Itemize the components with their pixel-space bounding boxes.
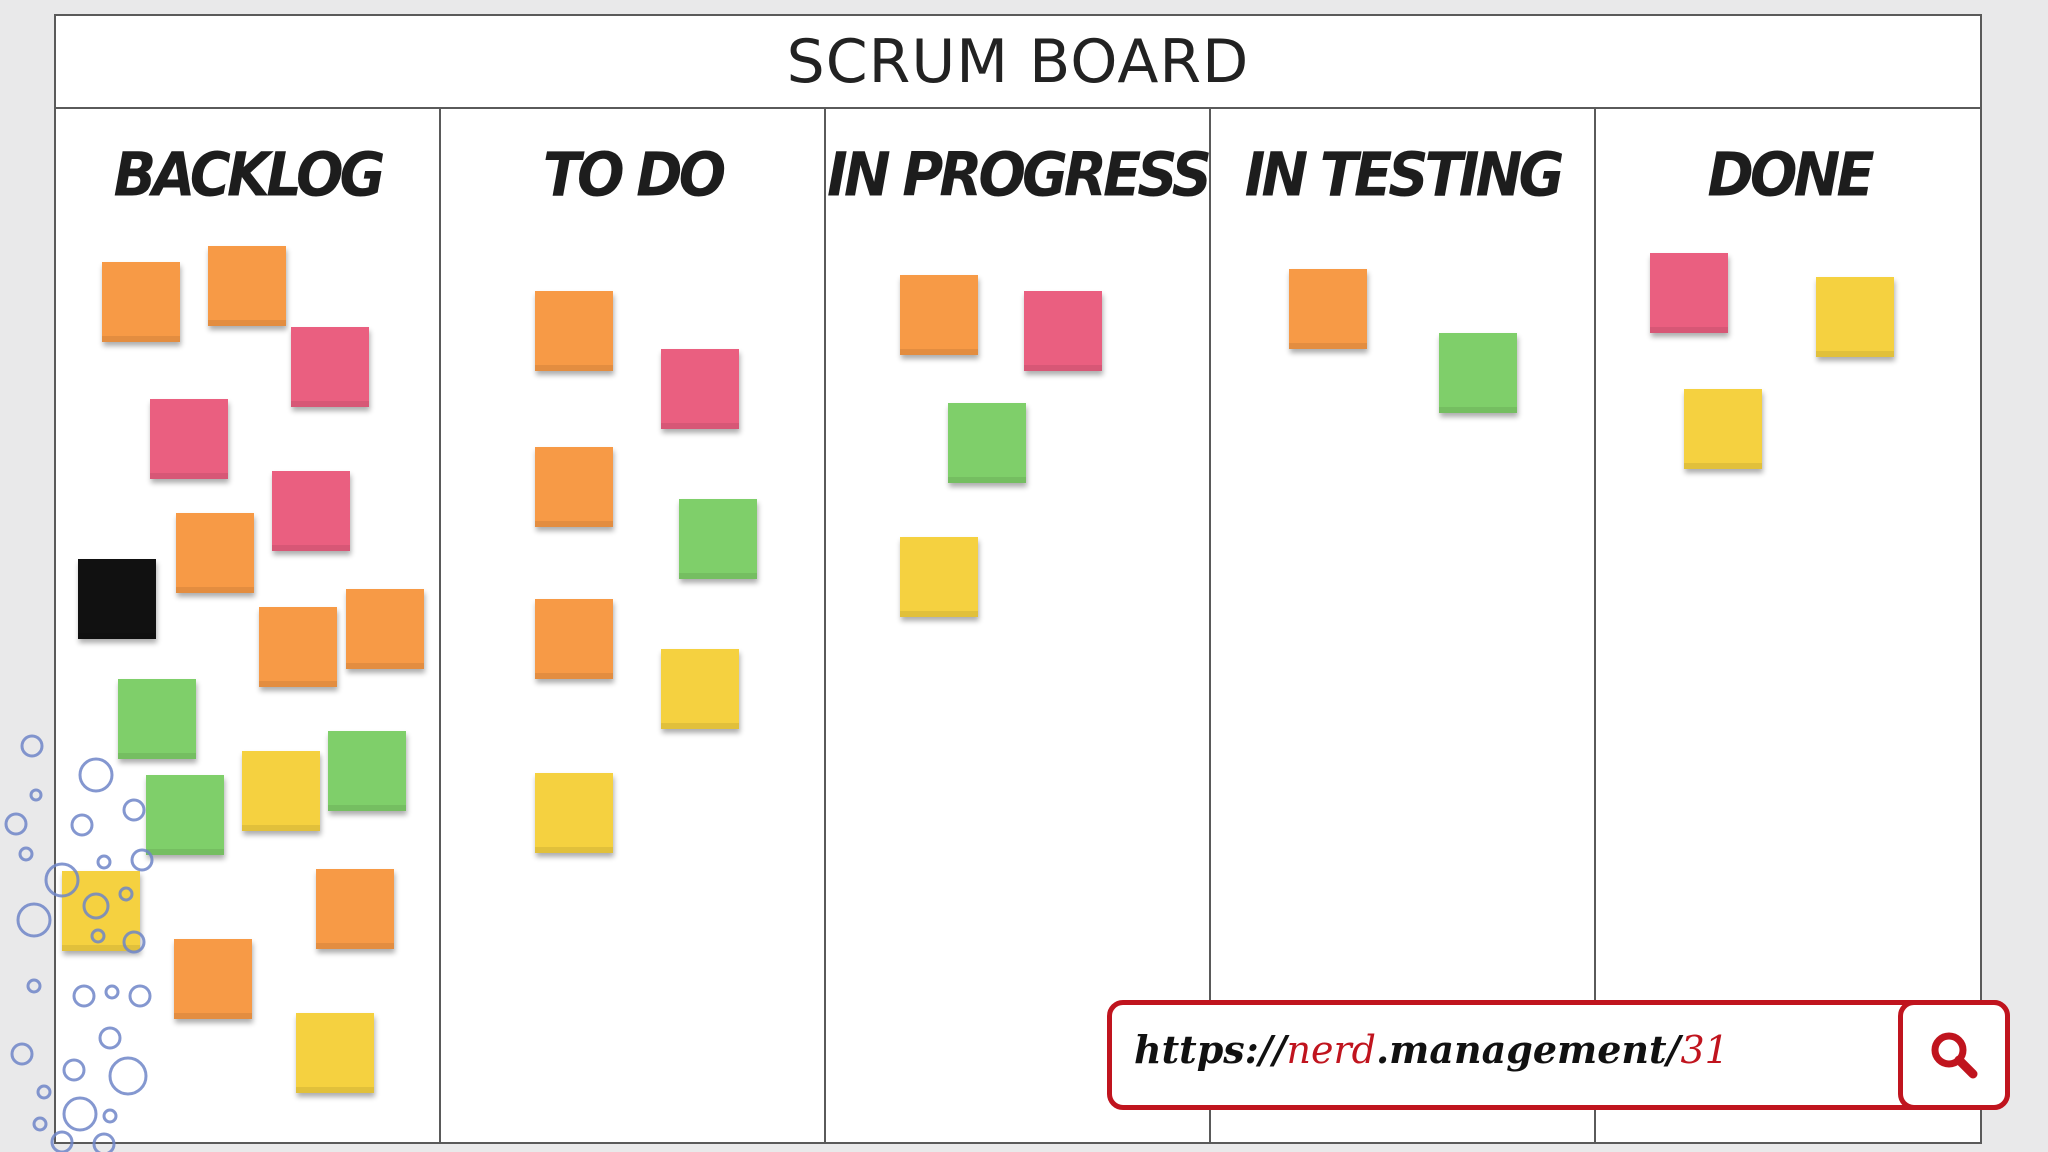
column-title-todo: TO DO	[542, 140, 726, 211]
sticky-note[interactable]	[78, 559, 156, 639]
url-prefix: https://	[1134, 1027, 1287, 1072]
sticky-note[interactable]	[259, 607, 337, 687]
url-search-box[interactable]: https://nerd.management/31	[1107, 1000, 2010, 1110]
column-todo: TO DO	[441, 109, 826, 1142]
sticky-note[interactable]	[1024, 291, 1102, 371]
column-title-backlog: BACKLOG	[113, 140, 385, 211]
url-domain-accent: nerd	[1286, 1028, 1376, 1072]
sticky-note[interactable]	[328, 731, 406, 811]
sticky-note[interactable]	[291, 327, 369, 407]
board-header: SCRUM BOARD	[56, 16, 1980, 109]
column-title-in-testing: IN TESTING	[1244, 140, 1565, 211]
sticky-note[interactable]	[900, 275, 978, 355]
sticky-note[interactable]	[174, 939, 252, 1019]
sticky-note[interactable]	[242, 751, 320, 831]
sticky-note[interactable]	[535, 447, 613, 527]
board-title: SCRUM BOARD	[786, 26, 1250, 97]
column-in-progress: IN PROGRESS	[826, 109, 1212, 1142]
search-icon	[1931, 1032, 1978, 1079]
column-title-done: DONE	[1707, 140, 1874, 211]
sticky-note[interactable]	[661, 649, 739, 729]
sticky-note[interactable]	[176, 513, 254, 593]
sticky-note[interactable]	[62, 871, 140, 951]
sticky-note[interactable]	[346, 589, 424, 669]
url-text: https://nerd.management/31	[1134, 1027, 1729, 1072]
sticky-note[interactable]	[1684, 389, 1762, 469]
column-in-testing: IN TESTING	[1211, 109, 1596, 1142]
column-done: DONE	[1596, 109, 1982, 1142]
sticky-note[interactable]	[118, 679, 196, 759]
sticky-note[interactable]	[661, 349, 739, 429]
scrum-board: SCRUM BOARD BACKLOG TO DO IN PROGRESS	[54, 14, 1982, 1144]
sticky-note[interactable]	[272, 471, 350, 551]
url-id: 31	[1680, 1028, 1729, 1072]
sticky-note[interactable]	[1289, 269, 1367, 349]
sticky-note[interactable]	[535, 599, 613, 679]
sticky-note[interactable]	[296, 1013, 374, 1093]
column-backlog: BACKLOG	[56, 109, 441, 1142]
sticky-note[interactable]	[150, 399, 228, 479]
search-button[interactable]	[1898, 1000, 2010, 1110]
sticky-note[interactable]	[900, 537, 978, 617]
url-domain: .management/	[1375, 1027, 1681, 1072]
sticky-note[interactable]	[1650, 253, 1728, 333]
sticky-note[interactable]	[316, 869, 394, 949]
sticky-note[interactable]	[679, 499, 757, 579]
column-title-in-progress: IN PROGRESS	[827, 140, 1212, 211]
sticky-note[interactable]	[146, 775, 224, 855]
sticky-note[interactable]	[535, 291, 613, 371]
sticky-note[interactable]	[948, 403, 1026, 483]
sticky-note[interactable]	[102, 262, 180, 342]
sticky-note[interactable]	[535, 773, 613, 853]
sticky-note[interactable]	[1816, 277, 1894, 357]
sticky-note[interactable]	[208, 246, 286, 326]
sticky-note[interactable]	[1439, 333, 1517, 413]
